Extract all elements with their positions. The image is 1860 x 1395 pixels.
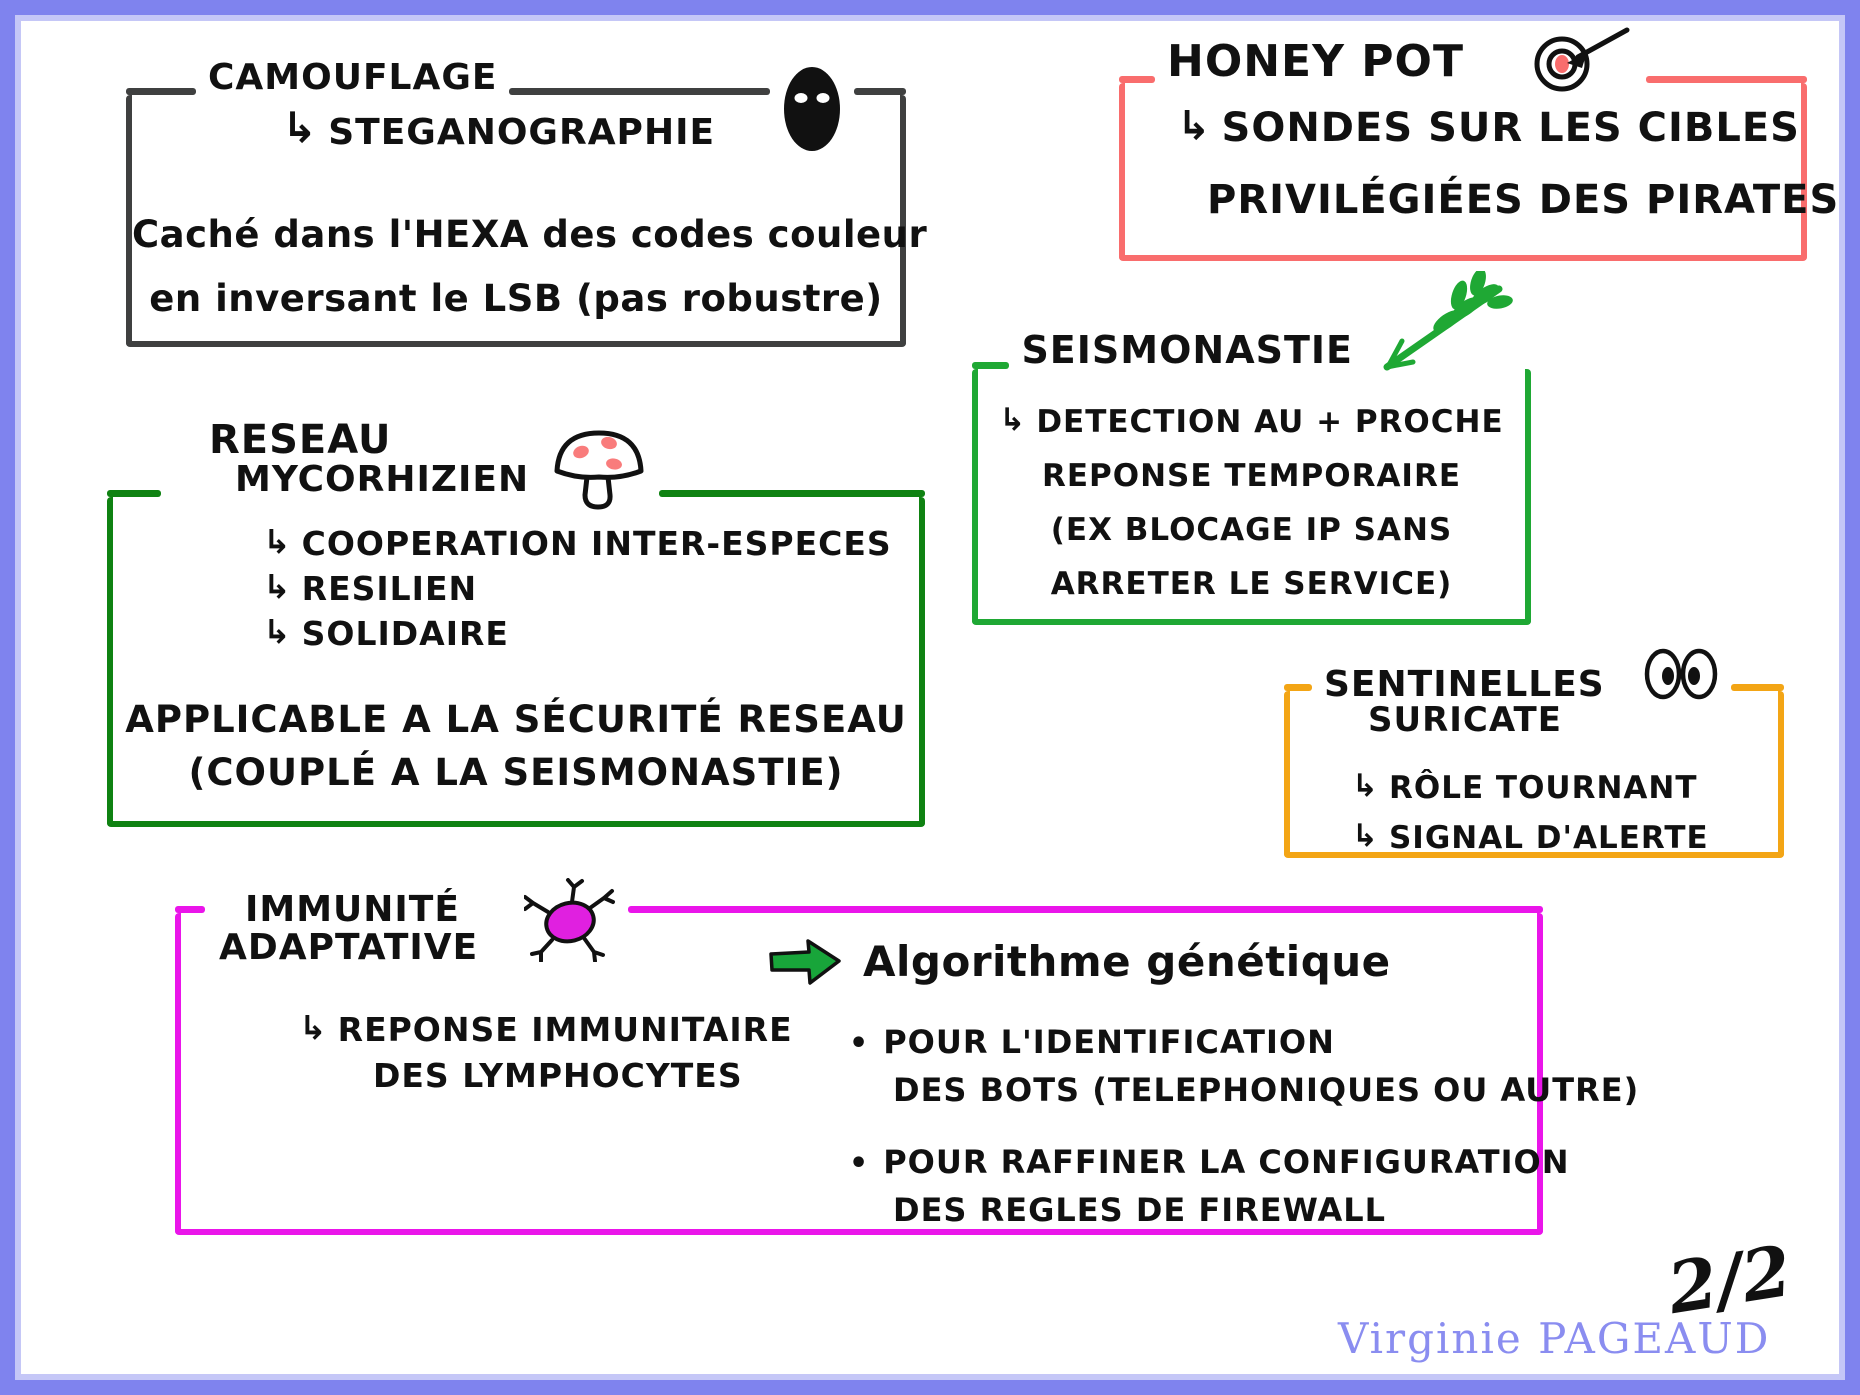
mycorhizien-box-top-border: RESEAU MYCORHIZIEN: [107, 419, 925, 510]
immunite-item: ↳REPONSE IMMUNITAIRE DES LYMPHOCYTES: [299, 1007, 793, 1099]
sentinelles-title-line1: SENTINELLES: [1324, 663, 1605, 705]
seismonastie-line1: ↳DETECTION AU + PROCHE: [978, 395, 1525, 449]
genetic-algorithm-heading: Algorithme génétique: [769, 937, 1391, 986]
seismonastie-box: SEISMONASTIE: [972, 268, 1531, 625]
list-item: ↳SIGNAL D'ALERTE: [1352, 813, 1709, 863]
lymphocyte-cell-icon: [523, 878, 616, 963]
branch-arrow-icon: ↳: [1177, 103, 1212, 149]
green-arrow-icon: [769, 938, 841, 986]
immunite-box: IMMUNITÉ ADAPTATIVE ↳REPONSE IM: [175, 878, 1638, 1235]
bullet-item-line2: DES REGLES DE FIREWALL: [893, 1191, 1387, 1229]
sentinelles-box-top-border: SENTINELLES SURICATE: [1284, 648, 1784, 738]
honeypot-box: HONEY POT ↳SONDES SUR LES CIBLES PRIVILÉ…: [1119, 27, 1838, 261]
box-border-segment: [854, 88, 906, 95]
list-item: ↳RÔLE TOURNANT: [1352, 763, 1709, 813]
honeypot-title: HONEY POT: [1167, 35, 1464, 87]
seismonastie-body: ↳DETECTION AU + PROCHE REPONSE TEMPORAIR…: [978, 395, 1525, 611]
branch-arrow-icon: ↳: [263, 612, 292, 651]
bullet-icon: •: [849, 1146, 870, 1181]
branch-arrow-icon: ↳: [263, 567, 292, 606]
genetic-algorithm-label: Algorithme génétique: [863, 937, 1391, 986]
honeypot-box-top-border: HONEY POT: [1119, 25, 1807, 92]
bullet-item-line1: • POUR L'IDENTIFICATION: [849, 1019, 1639, 1067]
eyes-icon: [1643, 648, 1719, 700]
seismonastie-line2: REPONSE TEMPORAIRE: [1041, 458, 1462, 494]
sentinelles-title-line2: SURICATE: [1368, 700, 1562, 741]
camouflage-box-top-border: CAMOUFLAGE: [126, 57, 906, 151]
author-signature: Virginie PAGEAUD: [1338, 1314, 1771, 1363]
mycorhizien-footer: APPLICABLE A LA SÉCURITÉ RESEAU (COUPLÉ …: [113, 693, 919, 799]
list-item-label: COOPERATION INTER-ESPECES: [301, 524, 892, 563]
box-border-segment: [509, 88, 770, 95]
immunite-item-line2: DES LYMPHOCYTES: [373, 1056, 743, 1095]
box-border-segment: [1645, 76, 1807, 83]
camouflage-body: Caché dans l'HEXA des codes couleur en i…: [132, 203, 928, 331]
box-border-segment: [107, 490, 161, 497]
honeypot-line1: ↳SONDES SUR LES CIBLES: [1177, 103, 1800, 151]
bullet-item: • POUR L'IDENTIFICATION DES BOTS (TELEPHO…: [849, 1019, 1639, 1113]
immunite-title-line2: ADAPTATIVE: [219, 927, 479, 969]
seismonastie-line4: ARRETER LE SERVICE): [1050, 566, 1453, 602]
mycorhizien-title: RESEAU MYCORHIZIEN: [173, 419, 529, 499]
bullet-item: • POUR RAFFINER LA CONFIGURATION DES REGL…: [849, 1139, 1569, 1233]
branch-arrow-icon: ↳: [1352, 818, 1379, 854]
box-border-segment: [628, 906, 1543, 913]
immunite-title: IMMUNITÉ ADAPTATIVE: [217, 891, 478, 966]
mycorhizien-box: RESEAU MYCORHIZIEN ↳COOPERATION INTER-ES…: [107, 419, 925, 827]
honeypot-line2: PRIVILÉGIÉES DES PIRATES: [1207, 177, 1840, 223]
list-item: ↳RESILIEN: [263, 566, 892, 611]
immunite-item-label: REPONSE IMMUNITAIRE: [337, 1010, 793, 1049]
box-border-segment: [175, 906, 205, 913]
honeypot-line1-label: SONDES SUR LES CIBLES: [1221, 105, 1800, 151]
box-border-segment: [1284, 684, 1312, 691]
sentinelles-title: SENTINELLES SURICATE: [1324, 665, 1605, 738]
box-border-segment: [972, 362, 1010, 369]
mycorhizien-footer-line1: APPLICABLE A LA SÉCURITÉ RESEAU: [125, 698, 907, 741]
list-item-label: RÔLE TOURNANT: [1388, 770, 1698, 806]
branch-arrow-icon: ↳: [299, 1008, 328, 1047]
mycorhizien-footer-line2: (COUPLÉ A LA SEISMONASTIE): [188, 751, 844, 794]
camouflage-subtitle: ↳STEGANOGRAPHIE: [282, 103, 716, 154]
mask-icon: [782, 65, 842, 153]
list-item-label: SOLIDAIRE: [301, 614, 509, 653]
mycorhizien-title-line2: MYCORHIZIEN: [235, 459, 530, 501]
box-border-segment: [659, 490, 925, 497]
sentinelles-items: ↳RÔLE TOURNANT ↳SIGNAL D'ALERTE: [1352, 763, 1709, 863]
box-border-segment: [126, 88, 196, 95]
plant-branch-icon: [1379, 268, 1519, 373]
camouflage-title: CAMOUFLAGE: [208, 57, 498, 99]
bullet-item-label: POUR L'IDENTIFICATION: [883, 1023, 1335, 1061]
immunite-title-line1: IMMUNITÉ: [245, 889, 460, 931]
branch-arrow-icon: ↳: [263, 522, 292, 561]
mushroom-icon: [551, 425, 647, 511]
branch-arrow-icon: ↳: [1352, 768, 1379, 804]
list-item-label: SIGNAL D'ALERTE: [1388, 820, 1709, 856]
sentinelles-box: SENTINELLES SURICATE ↳RÔLE TOURNANT ↳SIG…: [1284, 648, 1784, 858]
target-icon: [1532, 25, 1634, 93]
camouflage-box: CAMOUFLAGE ↳STEGANOGRAPHIE Caché dans l'…: [126, 59, 928, 347]
list-item: ↳COOPERATION INTER-ESPECES: [263, 521, 892, 566]
camouflage-body-line: Caché dans l'HEXA des codes couleur: [132, 213, 928, 256]
seismonastie-box-top-border: SEISMONASTIE: [972, 268, 1531, 373]
camouflage-subtitle-label: STEGANOGRAPHIE: [328, 112, 716, 153]
list-item: ↳SOLIDAIRE: [263, 611, 892, 656]
bullet-item-line2: DES BOTS (TELEPHONIQUES OU AUTRE): [893, 1071, 1640, 1109]
bullet-icon: •: [849, 1026, 870, 1061]
list-item-label: RESILIEN: [301, 569, 478, 608]
branch-arrow-icon: ↳: [282, 103, 319, 152]
seismonastie-line3: (EX BLOCAGE IP SANS: [1050, 512, 1453, 548]
immunite-item-line1: ↳REPONSE IMMUNITAIRE: [299, 1007, 793, 1053]
branch-arrow-icon: ↳: [999, 402, 1027, 438]
bullet-item-line1: • POUR RAFFINER LA CONFIGURATION: [849, 1139, 1569, 1187]
box-border-segment: [1730, 684, 1784, 691]
box-border-segment: [1119, 76, 1155, 83]
bullet-item-label: POUR RAFFINER LA CONFIGURATION: [883, 1143, 1570, 1181]
seismonastie-line1-label: DETECTION AU + PROCHE: [1036, 404, 1504, 440]
camouflage-body-line: en inversant le LSB (pas robustre): [149, 277, 883, 320]
mycorhizien-title-line1: RESEAU: [209, 417, 392, 464]
seismonastie-title: SEISMONASTIE: [1021, 328, 1353, 373]
mycorhizien-items: ↳COOPERATION INTER-ESPECES ↳RESILIEN ↳SO…: [263, 521, 892, 656]
immunite-box-top-border: IMMUNITÉ ADAPTATIVE: [175, 878, 1543, 967]
